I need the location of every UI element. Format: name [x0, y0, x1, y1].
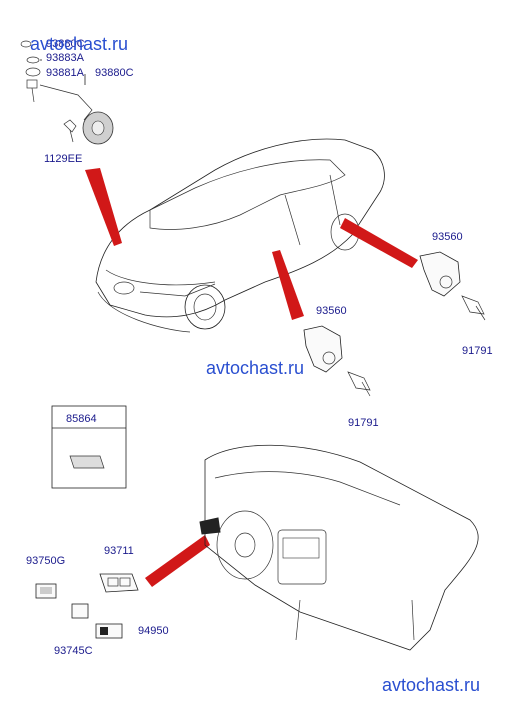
horn-assembly — [20, 40, 114, 145]
arrow-switches — [145, 535, 210, 587]
part-number-91791-rear: 91791 — [348, 417, 379, 429]
part-number-1129ee: 1129EE — [44, 153, 82, 165]
part-number-93560-rear: 93560 — [316, 305, 347, 317]
part-number-93880c: 93880C — [95, 67, 134, 79]
arrow-front-sensor — [340, 218, 418, 268]
car-illustration — [95, 138, 385, 333]
part-number-93560-front: 93560 — [432, 231, 463, 243]
watermark-middle: avtochast.ru — [206, 358, 304, 378]
part-number-93883a: 93883A — [46, 52, 85, 64]
part-number-93750g: 93750G — [26, 555, 65, 567]
arrow-rear-sensor — [272, 250, 304, 320]
watermark-top: avtochast.ru — [30, 34, 128, 54]
part-number-91791-front: 91791 — [462, 345, 493, 357]
part-number-93745c: 93745C — [54, 645, 93, 657]
part-number-94950: 94950 — [138, 625, 169, 637]
dashboard-illustration — [199, 444, 479, 651]
watermark-bottom: avtochast.ru — [382, 675, 480, 695]
door-sensor-front — [419, 251, 486, 321]
part-number-93881a: 93881A — [46, 67, 85, 79]
part-number-horn-top: 93880C — [46, 38, 85, 50]
part-number-85864: 85864 — [66, 413, 97, 425]
arrow-horn — [85, 168, 122, 246]
switch-parts — [35, 573, 139, 639]
part-number-93711: 93711 — [104, 545, 134, 557]
door-sensor-rear — [303, 325, 371, 397]
label-part-box — [51, 405, 127, 489]
